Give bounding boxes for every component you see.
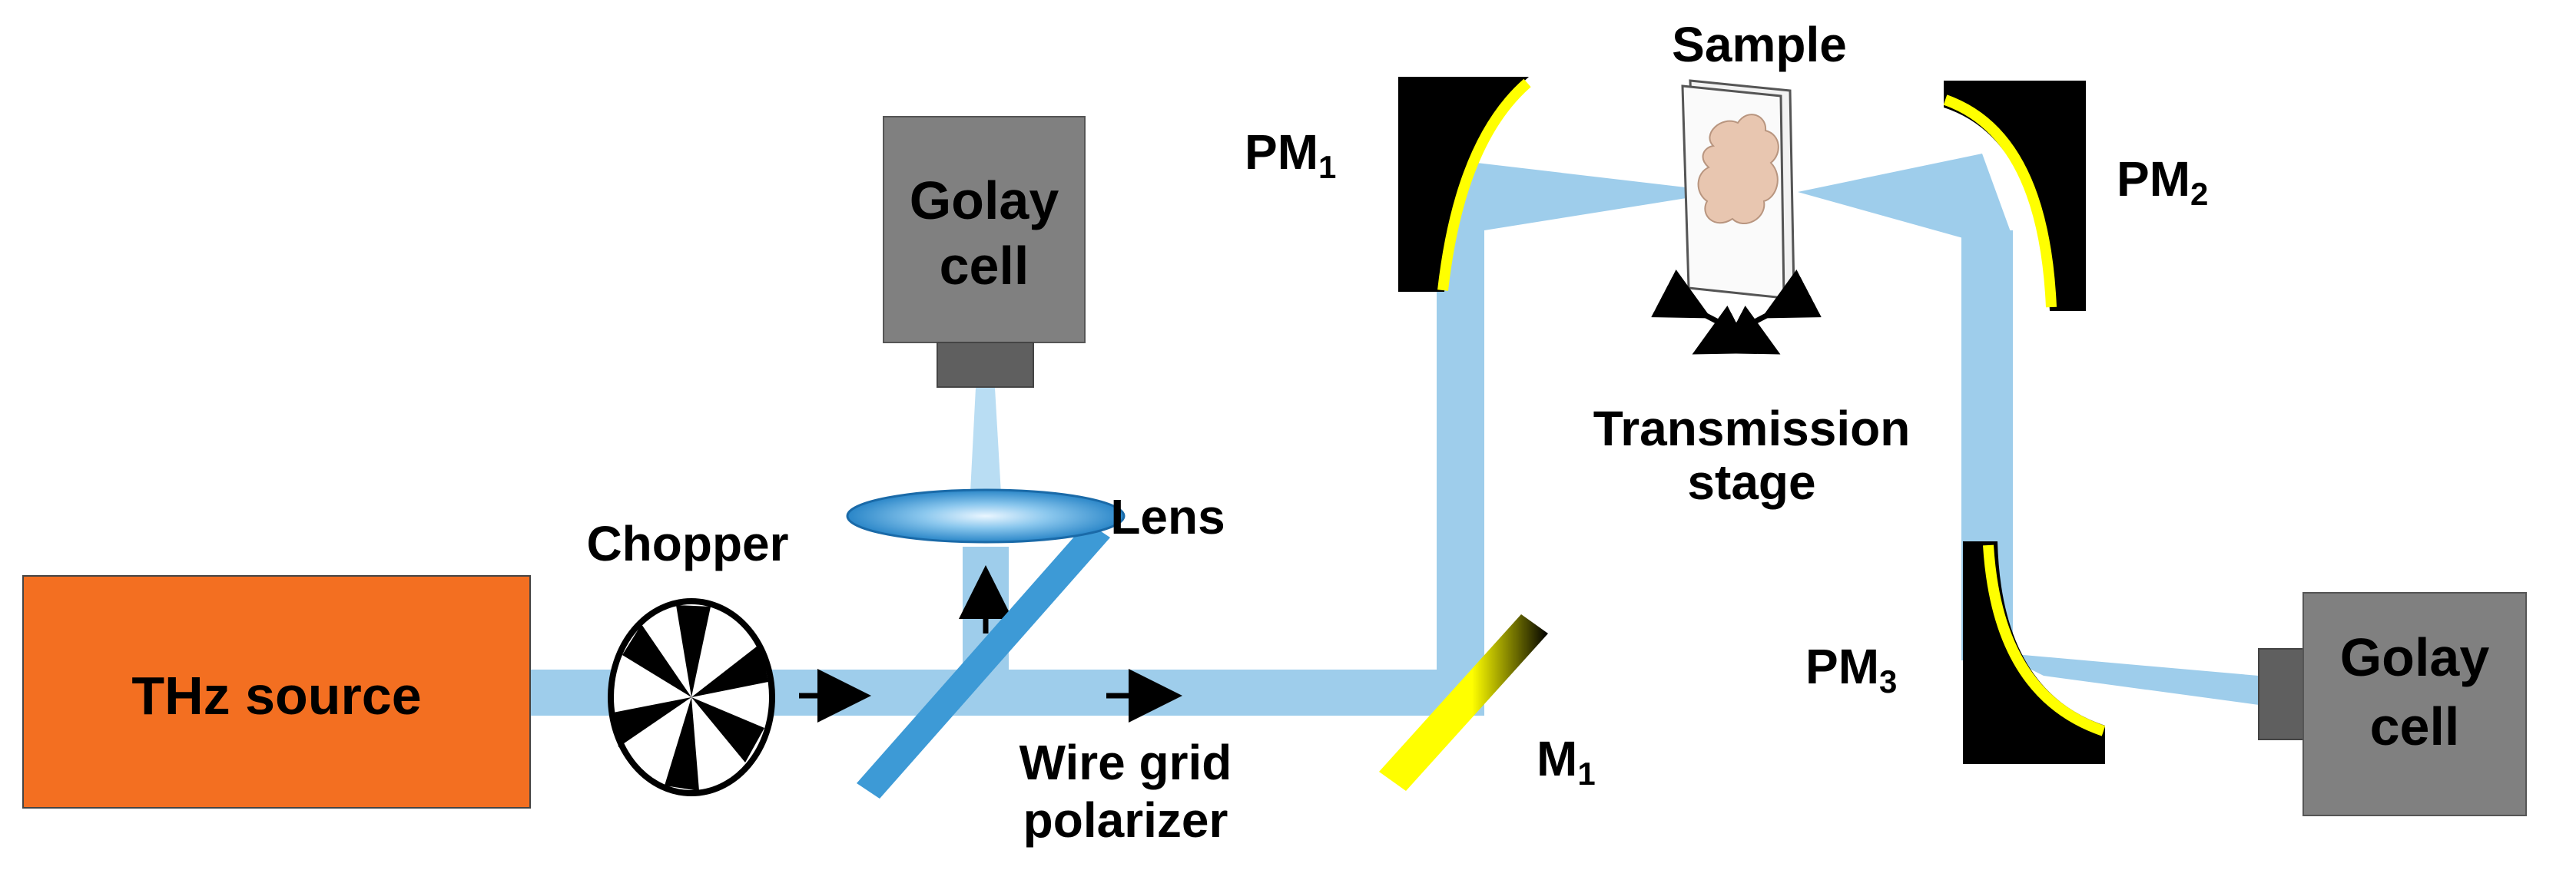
sample-stage: Sample Transmission stage: [1593, 17, 1911, 510]
polarizer-label-line2: polarizer: [1023, 792, 1228, 848]
sample-label: Sample: [1672, 17, 1847, 72]
golay-cell-top: Golay cell: [883, 116, 1086, 388]
parabolic-mirror-pm3: PM3: [1805, 541, 2106, 764]
pm3-body: [1963, 541, 2105, 764]
beam-pm1-to-sample: [1437, 161, 1725, 230]
chopper-wheel-icon: [608, 598, 775, 796]
golay-cell-right-label-line1: Golay: [2340, 627, 2490, 687]
beam-pm3-to-golay: [1997, 653, 2259, 705]
wire-grid-polarizer: Wire grid polarizer: [857, 522, 1232, 848]
translation-arrows-icon: [1651, 270, 1822, 355]
pm2-label: PM2: [2117, 151, 2208, 212]
polarizer-plate: [857, 522, 1110, 799]
golay-cell-right-window: [2258, 648, 2304, 740]
chopper-label: Chopper: [586, 516, 788, 571]
golay-cell-right-label-line2: cell: [2370, 696, 2460, 756]
thz-source-box: [22, 575, 531, 809]
pm2-coating: [1943, 94, 2057, 308]
lens-element: [846, 488, 1126, 544]
beam-m1-to-pm1: [1437, 230, 1484, 716]
tissue-sample: [1697, 114, 1779, 224]
thz-source-label: THz source: [131, 666, 421, 726]
parabolic-mirror-pm2: PM2: [1943, 81, 2208, 311]
beam-sample-to-pm2: [1798, 154, 2013, 238]
pm1-label: PM1: [1245, 124, 1336, 185]
lens-label: Lens: [1110, 489, 1225, 544]
golay-cell-right-body: [2302, 592, 2527, 816]
pm3-label: PM3: [1805, 639, 1897, 700]
beam-lens-to-golay: [970, 388, 1002, 507]
pm3-coating: [1983, 544, 2106, 736]
pm1-coating: [1437, 78, 1531, 291]
lens: Lens: [846, 488, 1225, 544]
transmission-label-line1: Transmission: [1593, 401, 1911, 456]
golay-cell-top-body: [883, 116, 1086, 343]
m1-mirror: [1379, 614, 1548, 791]
golay-cell-top-window: [937, 342, 1034, 388]
transmission-label-line2: stage: [1687, 455, 1815, 510]
chopper: Chopper: [586, 516, 789, 796]
golay-cell-right: Golay cell: [2258, 592, 2527, 816]
m1-label: M1: [1537, 731, 1596, 792]
parabolic-mirror-pm1: PM1: [1245, 77, 1531, 292]
mirror-m1: M1: [1379, 614, 1596, 792]
polarizer-label-line1: Wire grid: [1019, 735, 1232, 790]
golay-cell-top-label-line2: cell: [940, 236, 1029, 296]
arrows: [799, 565, 1182, 723]
golay-cell-top-label-line1: Golay: [910, 170, 1059, 230]
thz-source: THz source: [22, 575, 531, 809]
